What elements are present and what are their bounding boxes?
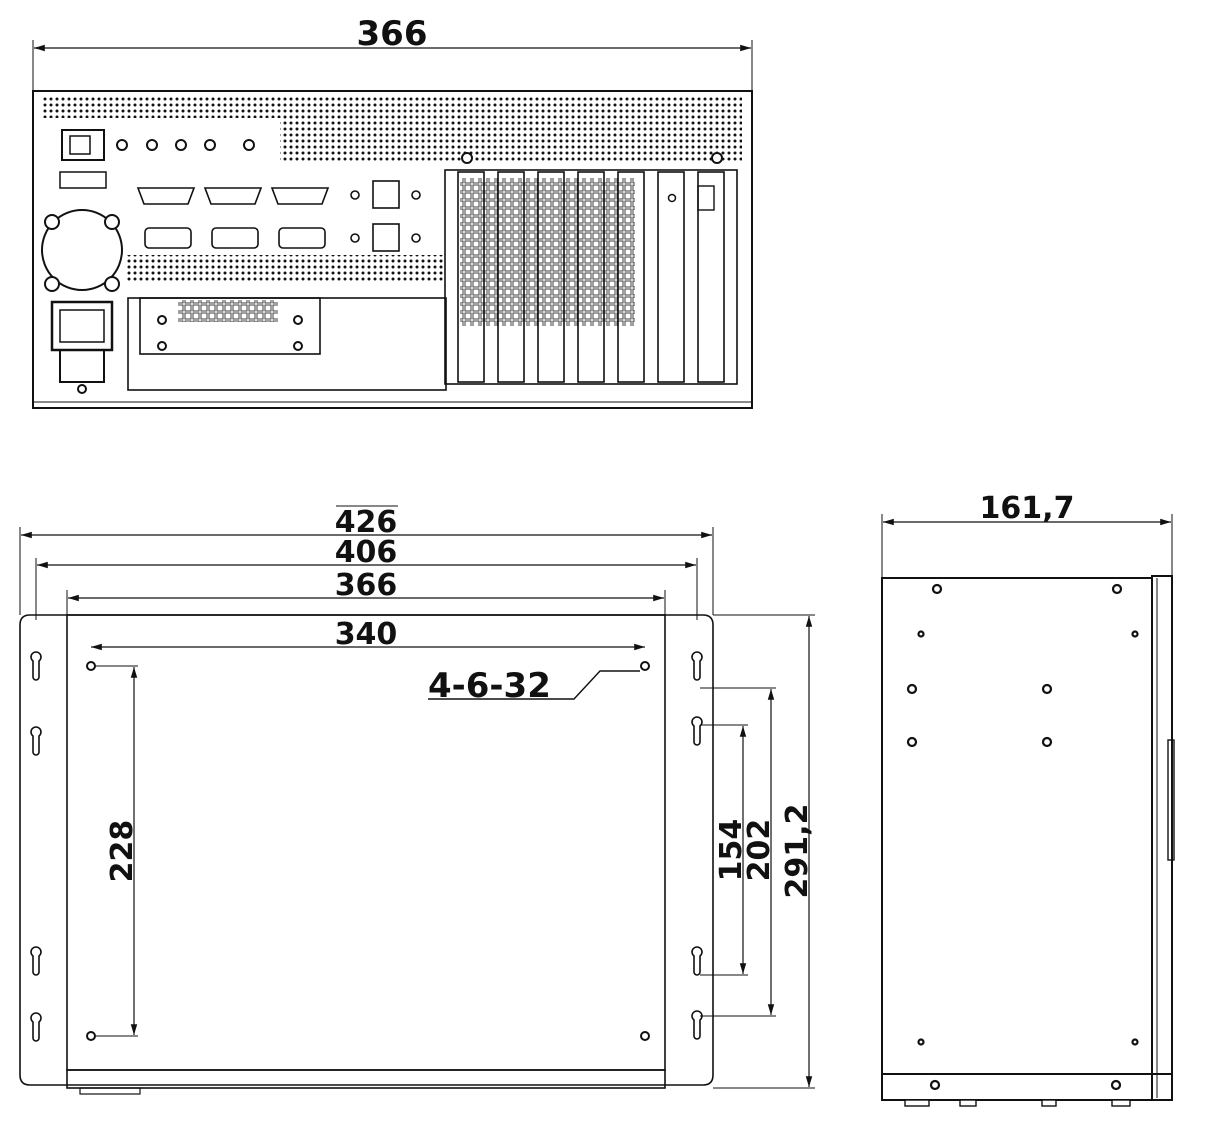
dimension-406: 406 [35,535,698,620]
expansion-slots [444,169,738,385]
side-feet [904,1099,1131,1107]
dimension-340: 340 [91,617,645,652]
dim-154-label: 154 [714,819,749,882]
db9-connectors [136,187,330,249]
dim-426-label: 426 [335,505,398,540]
front-view: 426 406 366 340 [19,505,815,1095]
right-vent-holes [280,118,742,162]
power-inlet [50,300,114,394]
dim-366-label: 366 [335,568,398,603]
mounting-flange [19,614,714,1086]
drive-bay [127,297,447,391]
dimension-202: 202 [700,687,777,1017]
depth-label: 161,7 [980,491,1075,526]
network-ports [350,180,421,252]
rear-panel [32,90,753,409]
hole-callout-label: 4-6-32 [428,666,551,706]
dimension-228: 228 [95,665,140,1037]
dimension-426: 426 [19,505,714,615]
side-view: 161,7 [881,491,1175,1107]
hole-callout: 4-6-32 [428,666,640,706]
dim-202-label: 202 [742,819,777,882]
dim-406-label: 406 [335,535,398,570]
dim-228-label: 228 [105,820,140,883]
fan [41,209,123,292]
rear-width-dimension: 366 [32,14,753,92]
rear-view: 366 [32,14,753,409]
depth-dimension: 161,7 [881,491,1173,580]
chassis-side [881,577,1153,1075]
power-switch [61,129,105,161]
dim-291-2-label: 291,2 [780,804,815,899]
top-vent-holes [42,96,742,118]
chassis-front [66,614,666,1071]
label-slot [59,171,107,189]
dimension-154: 154 [700,724,749,976]
rear-width-label: 366 [357,14,428,54]
dimension-291-2: 291,2 [713,614,815,1089]
mid-vent-holes [126,255,444,281]
dim-340-label: 340 [335,617,398,652]
keyhole-slots [30,651,703,1042]
panel-screws [116,139,723,164]
side-screws [906,583,1139,1091]
dimension-366: 366 [66,568,666,620]
mounting-holes [86,661,650,1041]
